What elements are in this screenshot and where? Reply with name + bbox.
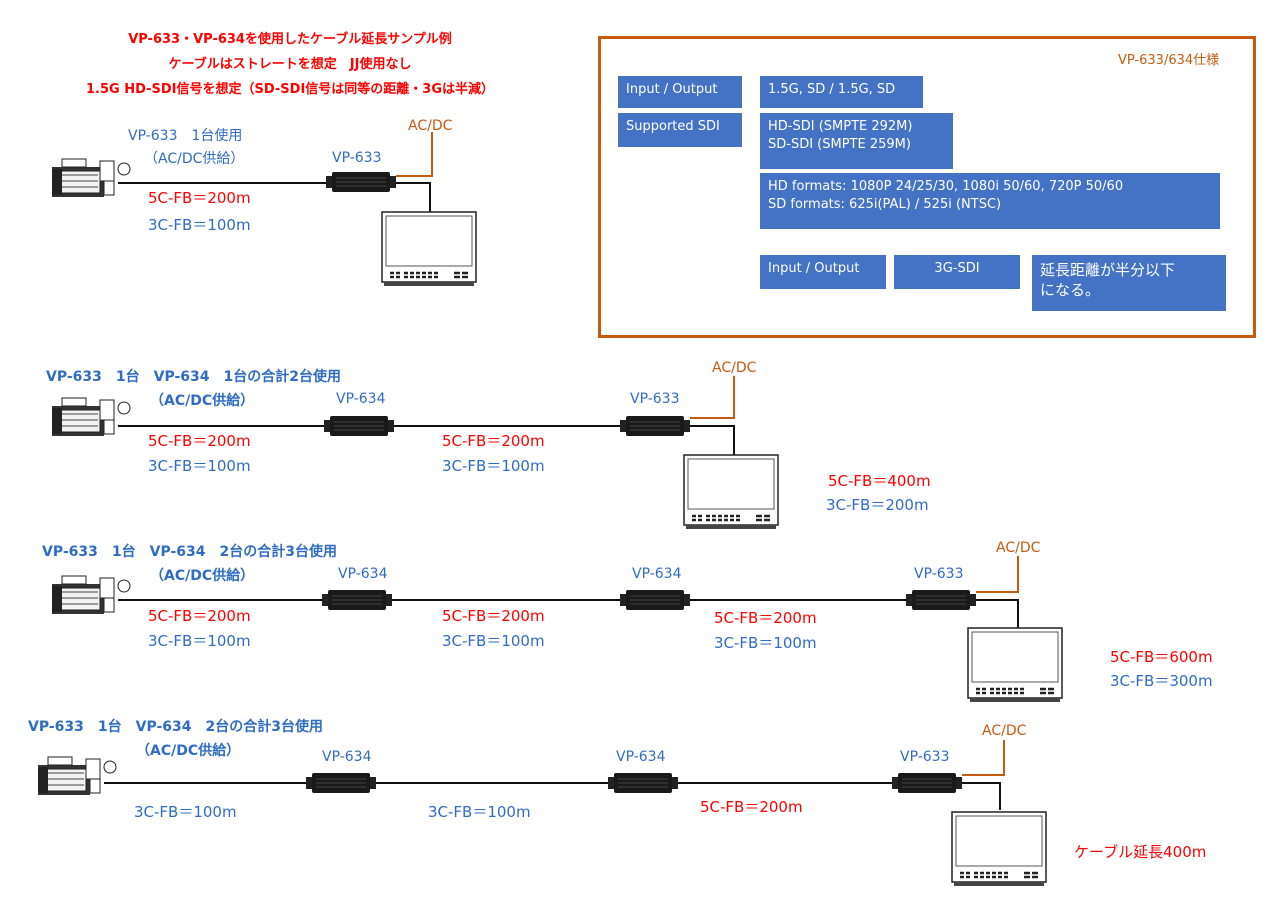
spec-row2-value-line1: HD-SDI (SMPTE 292M) — [768, 119, 913, 134]
setup3-total-red: 5C-FB＝600m — [1110, 648, 1213, 666]
setup3-seg3-red: 5C-FB＝200m — [714, 609, 817, 627]
setup2-seg2-blue: 3C-FB＝100m — [442, 457, 545, 475]
setup3-title: VP-633 1台 VP-634 2台の合計3台使用 — [42, 544, 337, 560]
setup3-seg2-red: 5C-FB＝200m — [442, 607, 545, 625]
setup4-total-red: ケーブル延長400m — [1074, 843, 1207, 861]
spec-row3-note-line1: 延長距離が半分以下 — [1040, 261, 1176, 279]
setup3-device-label-1: VP-634 — [338, 566, 388, 582]
setup1-title: VP-633 1台使用 — [128, 128, 243, 144]
spec-formats: HD formats: 1080P 24/25/30, 1080i 50/60,… — [760, 173, 1220, 229]
extender-icon — [305, 772, 377, 794]
setup3-seg1-red: 5C-FB＝200m — [148, 607, 251, 625]
setup3-seg3-blue: 3C-FB＝100m — [714, 634, 817, 652]
setup2-device-label-1: VP-634 — [336, 391, 386, 407]
header-line-3: 1.5G HD-SDI信号を想定（SD-SDI信号は同等の距離・3Gは半減） — [85, 82, 495, 97]
spec-row2-value-line2: SD-SDI (SMPTE 259M) — [768, 136, 911, 152]
monitor-icon — [380, 210, 478, 288]
setup1-subtitle: （AC/DC供給） — [144, 151, 245, 167]
setup4-device-label-3: VP-633 — [900, 749, 950, 765]
spec-row1-value: 1.5G, SD / 1.5G, SD — [760, 76, 923, 108]
extender-icon — [325, 171, 397, 193]
setup1-acdc-label: AC/DC — [408, 118, 453, 134]
camera-icon — [51, 575, 131, 615]
extender-icon — [891, 772, 963, 794]
header-line-2: ケーブルはストレートを想定 JJ使用なし — [168, 57, 412, 72]
spec-row3-note-line2: になる。 — [1040, 281, 1101, 300]
spec-row2-label: Supported SDI — [618, 113, 742, 147]
spec-row1-label: Input / Output — [618, 76, 742, 108]
setup2-seg2-red: 5C-FB＝200m — [442, 432, 545, 450]
header-line-1: VP-633・VP-634を使用したケーブル延長サンプル例 — [128, 32, 452, 47]
setup3-seg2-blue: 3C-FB＝100m — [442, 632, 545, 650]
spec-title: VP-633/634仕様 — [1118, 53, 1220, 68]
extender-icon — [323, 415, 395, 437]
setup1-seg1-blue: 3C-FB＝100m — [148, 216, 251, 234]
setup4-device-label-1: VP-634 — [322, 749, 372, 765]
setup4-seg3-red: 5C-FB＝200m — [700, 798, 803, 816]
setup2-device-label-2: VP-633 — [630, 391, 680, 407]
setup2-subtitle: （AC/DC供給） — [150, 393, 255, 409]
setup2-seg1-blue: 3C-FB＝100m — [148, 457, 251, 475]
spec-row3-value: 3G-SDI — [894, 255, 1020, 289]
extender-icon — [321, 589, 393, 611]
camera-icon — [51, 158, 131, 198]
monitor-icon — [966, 626, 1064, 704]
setup3-acdc-label: AC/DC — [996, 540, 1041, 556]
extender-icon — [905, 589, 977, 611]
extender-icon — [619, 415, 691, 437]
setup2-acdc-label: AC/DC — [712, 360, 757, 376]
setup2-seg1-red: 5C-FB＝200m — [148, 432, 251, 450]
camera-icon — [51, 397, 131, 437]
spec-formats-line2: SD formats: 625i(PAL) / 525i (NTSC) — [768, 196, 1002, 212]
extender-icon — [607, 772, 679, 794]
spec-row3-label: Input / Output — [760, 255, 886, 289]
setup4-seg2-blue: 3C-FB＝100m — [428, 803, 531, 821]
setup3-subtitle: （AC/DC供給） — [150, 568, 255, 584]
setup4-device-label-2: VP-634 — [616, 749, 666, 765]
setup2-title: VP-633 1台 VP-634 1台の合計2台使用 — [46, 369, 341, 385]
setup1-seg1-red: 5C-FB＝200m — [148, 189, 251, 207]
monitor-icon — [950, 810, 1048, 888]
camera-icon — [37, 756, 117, 796]
setup4-subtitle: （AC/DC供給） — [136, 743, 241, 759]
setup3-device-label-3: VP-633 — [914, 566, 964, 582]
setup1-device-label: VP-633 — [332, 150, 382, 166]
setup4-seg1-blue: 3C-FB＝100m — [134, 803, 237, 821]
spec-row3-note: 延長距離が半分以下 になる。 — [1032, 255, 1226, 311]
setup3-seg1-blue: 3C-FB＝100m — [148, 632, 251, 650]
setup4-acdc-label: AC/DC — [982, 723, 1027, 739]
setup2-total-blue: 3C-FB＝200m — [826, 496, 929, 514]
setup2-total-red: 5C-FB＝400m — [828, 472, 931, 490]
extender-icon — [619, 589, 691, 611]
setup3-total-blue: 3C-FB＝300m — [1110, 672, 1213, 690]
spec-row2-value: HD-SDI (SMPTE 292M) SD-SDI (SMPTE 259M) — [760, 113, 953, 169]
spec-panel — [598, 36, 1256, 338]
setup4-title: VP-633 1台 VP-634 2台の合計3台使用 — [28, 719, 323, 735]
spec-formats-line1: HD formats: 1080P 24/25/30, 1080i 50/60,… — [768, 179, 1124, 194]
monitor-icon — [682, 453, 780, 531]
setup3-device-label-2: VP-634 — [632, 566, 682, 582]
